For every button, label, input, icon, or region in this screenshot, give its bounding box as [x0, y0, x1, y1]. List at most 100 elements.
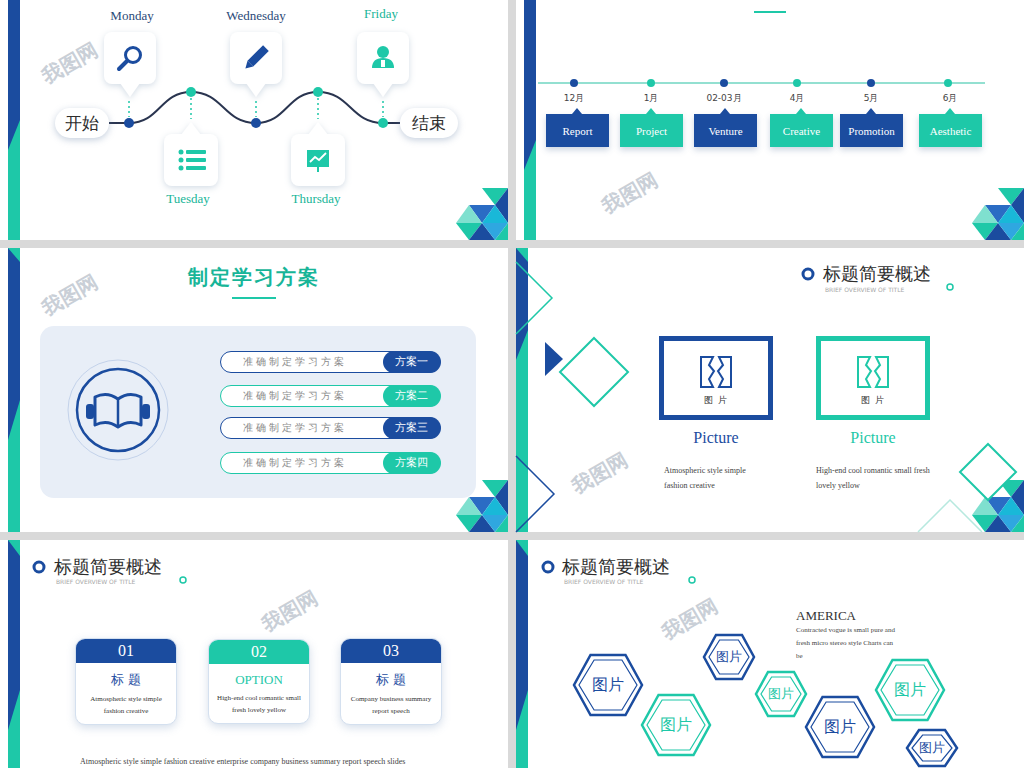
option-card: 01 标 题 Atmospheric style simple fashion cr…: [75, 638, 177, 725]
plan-tag: 方案三: [383, 417, 441, 439]
hexagon-outer: [806, 697, 874, 757]
card-title: 标 题: [111, 671, 140, 689]
hexagon-text: 图片: [660, 715, 692, 736]
box-label: Report: [563, 125, 593, 137]
slide-subtitle: BRIEF OVERVIEW OF TITLE: [825, 286, 904, 293]
card-body: Atmospheric style simple fashion creativ…: [82, 693, 170, 717]
timeline-box: Report: [546, 114, 609, 147]
picture-hexagon: 图片: [805, 696, 875, 758]
option-card: 02OPTION High-end cool romantic small fre…: [208, 639, 310, 724]
picture-hexagon: 图片: [875, 659, 945, 721]
plan-tag-text: 方案四: [395, 455, 428, 470]
plan-tag: 方案二: [383, 385, 441, 407]
plan-tag: 方案一: [383, 351, 441, 373]
picture-caption: High-end cool romantic small fresh lovel…: [816, 463, 934, 493]
card-number: 01: [118, 642, 134, 660]
card-number: 03: [383, 642, 399, 660]
date-label: 5月: [846, 92, 896, 105]
slide-title: 标题简要概述: [823, 262, 931, 286]
hexagon-inner: [709, 640, 749, 674]
hexagon-text: 图片: [919, 739, 945, 757]
frame-heading: Picture: [850, 429, 895, 447]
plan-text: 准确制定学习方案: [243, 389, 347, 403]
card-body: High-end cool romantic small fresh lovel…: [215, 692, 303, 716]
footer-text: Atmospheric style simple fashion creativ…: [80, 757, 405, 766]
start-end-pill: 结束: [400, 108, 458, 138]
date-label: 12月: [549, 92, 599, 105]
hexagon-text: 图片: [768, 685, 794, 703]
plan-tag-text: 方案一: [395, 354, 428, 369]
date-label: 6月: [925, 92, 975, 105]
hexagon-outer: [876, 660, 944, 720]
plan-tag-text: 方案三: [395, 420, 428, 435]
hexagon-text: 图片: [592, 675, 624, 696]
plan-tag-text: 方案二: [395, 388, 428, 403]
plan-pill: 准确制定学习方案 方案三: [220, 417, 440, 439]
start-end-pill: 开始: [55, 108, 109, 138]
frame-text: 图 片: [861, 394, 885, 407]
card-number: 02: [251, 643, 267, 661]
timeline-box: Project: [620, 114, 683, 147]
section-heading: AMERICA: [796, 608, 856, 624]
picture-hexagon: 图片: [641, 694, 711, 756]
picture-hexagon: 图片: [906, 729, 958, 767]
hexagon-inner: [811, 702, 869, 752]
hexagon-outer: [574, 655, 642, 715]
slide-title: 制定学习方案: [154, 264, 354, 291]
hexagon-inner: [647, 700, 705, 750]
picture-hexagon: 图片: [755, 671, 807, 717]
plan-tag: 方案四: [383, 452, 441, 474]
slide-title: 标题简要概述: [562, 555, 670, 579]
timeline-box: Promotion: [840, 114, 903, 147]
box-label: Project: [636, 125, 667, 137]
hexagon-inner: [579, 660, 637, 710]
date-label: 1月: [626, 92, 676, 105]
hexagon-outer: [704, 635, 754, 679]
hexagon-text: 图片: [824, 717, 856, 738]
hexagon-outer: [907, 730, 957, 766]
timeline-box: Venture: [694, 114, 757, 147]
pill-text: 结束: [412, 112, 446, 135]
hexagon-inner: [881, 665, 939, 715]
frame-heading: Picture: [693, 429, 738, 447]
pill-text: 开始: [65, 112, 99, 135]
hexagon-inner: [761, 677, 801, 711]
box-label: Venture: [708, 125, 742, 137]
card-header: 02: [209, 640, 309, 664]
box-label: Aesthetic: [930, 125, 972, 137]
picture-hexagon: 图片: [703, 634, 755, 680]
plan-text: 准确制定学习方案: [243, 355, 347, 369]
plan-text: 准确制定学习方案: [243, 421, 347, 435]
card-body: Company business summary report speech: [347, 693, 435, 717]
hexagon-text: 图片: [716, 648, 742, 666]
day-label: Wednesday: [206, 8, 306, 24]
plan-pill: 准确制定学习方案 方案四: [220, 452, 440, 474]
picture-hexagon: 图片: [573, 654, 643, 716]
card-header: 01: [76, 639, 176, 663]
day-label: Tuesday: [143, 191, 233, 207]
slide-subtitle: BRIEF OVERVIEW OF TITLE: [56, 578, 135, 585]
slide-title: 标题简要概述: [54, 555, 162, 579]
day-label: Thursday: [271, 191, 361, 207]
card-title: OPTION: [235, 672, 283, 688]
section-body: Contracted vogue is small pure and fresh…: [796, 624, 896, 663]
slide-subtitle: BRIEF OVERVIEW OF TITLE: [564, 578, 643, 585]
box-label: Promotion: [848, 125, 894, 137]
card-header: 03: [341, 639, 441, 663]
day-label: Monday: [87, 8, 177, 24]
hexagon-outer: [642, 695, 710, 755]
picture-frame: 图 片Picture: [816, 336, 930, 420]
hexagon-text: 图片: [894, 680, 926, 701]
box-label: Creative: [783, 125, 820, 137]
picture-caption: Atmospheric style simple fashion creativ…: [664, 463, 768, 493]
frame-text: 图 片: [704, 394, 728, 407]
timeline-box: Creative: [770, 114, 833, 147]
plan-pill: 准确制定学习方案 方案一: [220, 351, 440, 373]
plan-text: 准确制定学习方案: [243, 456, 347, 470]
date-label: 4月: [772, 92, 822, 105]
card-title: 标 题: [376, 671, 405, 689]
plan-pill: 准确制定学习方案 方案二: [220, 385, 440, 407]
day-label: Friday: [341, 6, 421, 22]
picture-frame: 图 片Picture: [659, 336, 773, 420]
